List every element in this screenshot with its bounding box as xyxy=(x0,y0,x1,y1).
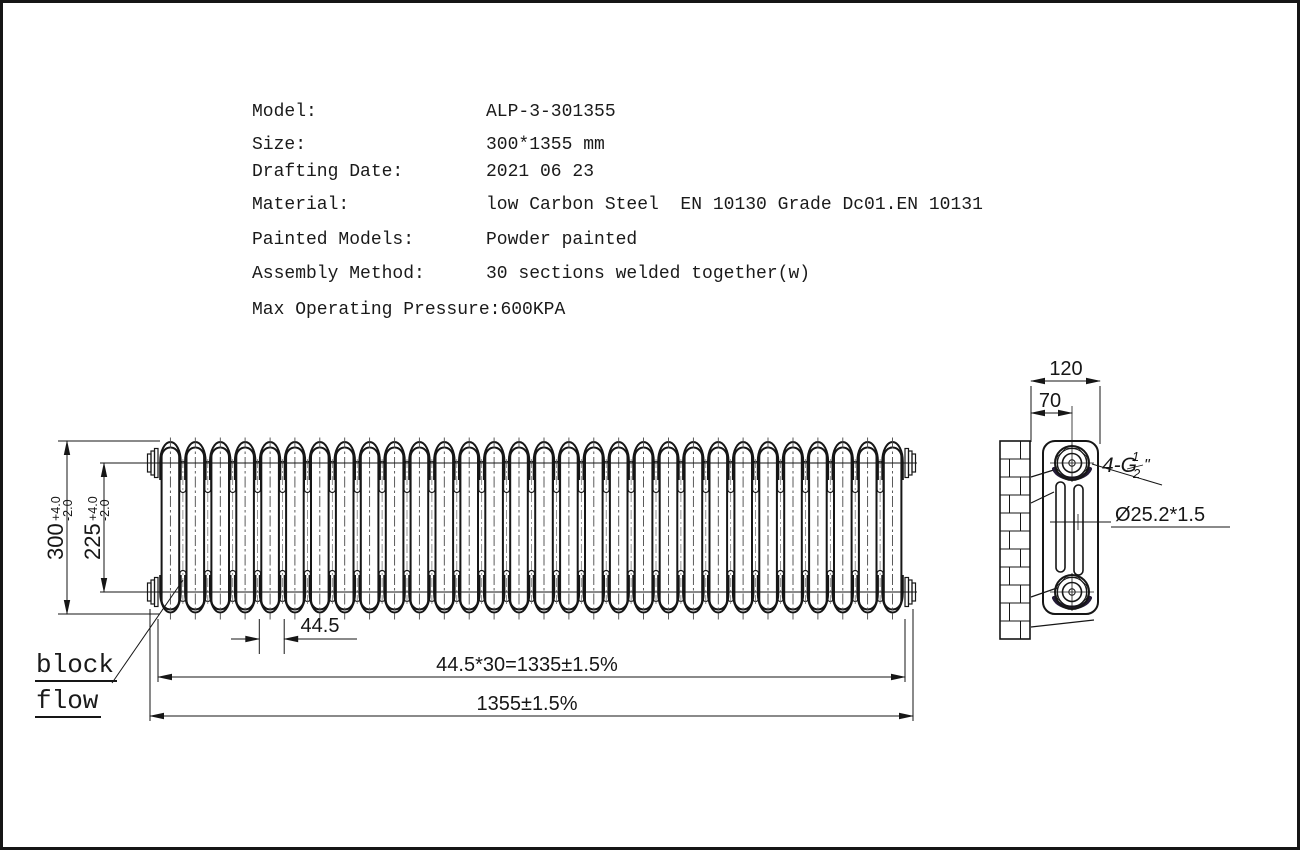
thread-label: 4-G 1 2 " xyxy=(1091,449,1163,486)
column-slot xyxy=(1073,484,1084,576)
radiator-sections xyxy=(159,437,904,620)
spec-value: low Carbon Steel EN 10130 Grade Dc01.EN … xyxy=(486,195,983,215)
spec-value: 300*1355 mm xyxy=(486,135,605,155)
dim-value: 1355±1.5% xyxy=(476,693,577,715)
spec-label: Painted Models: xyxy=(252,230,415,250)
spec-label: Assembly Method: xyxy=(252,264,425,284)
tol-plus: +4.0 xyxy=(86,496,100,521)
spec-label: Material: xyxy=(252,195,350,215)
spec-row: Painted Models: Powder painted xyxy=(252,230,637,250)
tube-label: Ø25.2*1.5 xyxy=(1050,504,1230,530)
leader-line xyxy=(1091,463,1163,486)
flow-note-line2: flow xyxy=(35,688,102,718)
spec-value: Powder painted xyxy=(486,230,638,250)
tol-minus: -2.0 xyxy=(98,499,112,521)
spec-label: Model: xyxy=(252,102,317,122)
dim-value: 300 xyxy=(43,523,68,560)
column-slot xyxy=(1055,481,1066,573)
side-view: 120 70 4-G 1 2 " Ø25.2*1.5 xyxy=(999,358,1230,640)
wall-outline xyxy=(999,440,1031,640)
spec-row: Assembly Method: 30 sections welded toget… xyxy=(252,264,810,284)
spec-label: Max Operating Pressure: xyxy=(252,300,501,320)
dim-value: 225 xyxy=(80,523,105,560)
spec-value: 2021 06 23 xyxy=(486,162,595,182)
dim-centers-225: 225 +4.0 -2.0 xyxy=(80,462,112,593)
fraction-bar xyxy=(1126,464,1144,470)
flow-note-line1: block xyxy=(35,652,118,682)
section-body-outline xyxy=(1042,440,1099,615)
spec-row: Material: low Carbon Steel EN 10130 Grade… xyxy=(252,195,983,215)
dim-wall-70: 70 xyxy=(1030,390,1073,417)
spec-value: 30 sections welded together(w) xyxy=(486,264,811,284)
thread-prefix: 4-G xyxy=(1102,454,1137,477)
spec-label: Drafting Date: xyxy=(252,162,404,182)
dim-section-44-5: 44.5 xyxy=(231,615,357,654)
spec-value: 600KPA xyxy=(500,300,566,320)
leader-line-block-flow xyxy=(111,579,184,684)
dim-height-300: 300 +4.0 -2.0 xyxy=(43,440,160,615)
front-view: 300 +4.0 -2.0 225 +4.0 -2.0 44.5 xyxy=(43,437,917,721)
spec-value: ALP-3-301355 xyxy=(486,102,616,122)
spec-row: Max Operating Pressure:600KPA xyxy=(252,300,565,320)
thread-denominator: 2 xyxy=(1132,466,1141,481)
dim-value: 44.5 xyxy=(301,615,340,637)
dim-text-225: 225 +4.0 -2.0 xyxy=(80,496,112,560)
thread-numerator: 1 xyxy=(1132,449,1139,464)
thread-inch-mark: " xyxy=(1144,457,1151,474)
dim-value: 44.5*30=1335±1.5% xyxy=(436,654,618,676)
wall-bricks xyxy=(999,440,1031,640)
spec-table: Model: ALP-3-301355 Size: 300*1355 mm Draf… xyxy=(252,96,1042,326)
tube-size-text: Ø25.2*1.5 xyxy=(1115,504,1205,526)
spec-row: Size: 300*1355 mm xyxy=(252,135,605,155)
dim-value: 70 xyxy=(1039,390,1061,412)
flow-note: block flow xyxy=(35,652,118,724)
tol-plus: +4.0 xyxy=(49,496,63,521)
spec-row: Model: ALP-3-301355 xyxy=(252,102,616,122)
dim-value: 120 xyxy=(1049,358,1082,380)
dim-text-300: 300 +4.0 -2.0 xyxy=(43,496,75,560)
dim-sections-1335: 44.5*30=1335±1.5% xyxy=(157,619,906,682)
spec-row: Drafting Date: 2021 06 23 xyxy=(252,162,594,182)
dim-overall-1355: 1355±1.5% xyxy=(149,609,914,721)
dim-depth-120: 120 xyxy=(1030,358,1101,444)
spec-label: Size: xyxy=(252,135,307,155)
tol-minus: -2.0 xyxy=(61,499,75,521)
